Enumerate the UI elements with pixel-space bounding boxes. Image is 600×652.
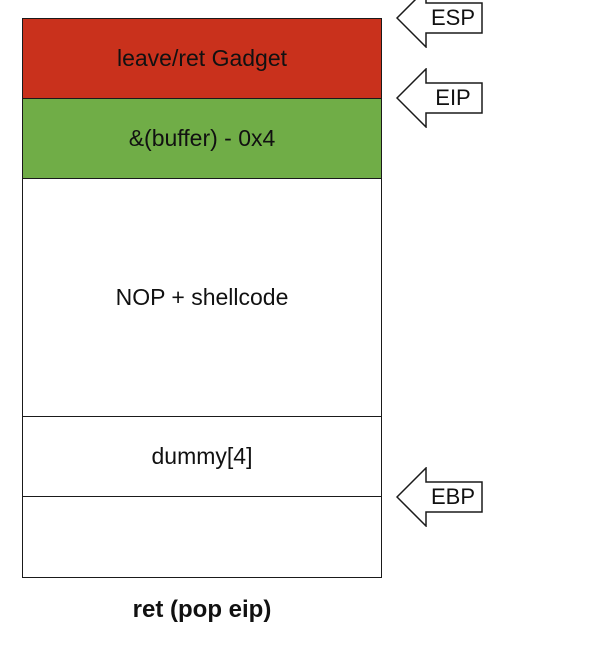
stack-cell-dummy: dummy[4] [23, 417, 381, 497]
stack-cell-label: dummy[4] [151, 443, 253, 469]
stack-cell-label: leave/ret Gadget [116, 45, 288, 71]
stack-cell-gadget: leave/ret Gadget [23, 19, 381, 99]
left-arrow-icon [396, 68, 483, 128]
ebp-label: EBP [430, 484, 476, 509]
ebp-pointer: EBP [396, 467, 486, 527]
diagram-caption: ret (pop eip) [132, 596, 272, 623]
stack-cell-empty [23, 497, 381, 577]
left-arrow-icon [396, 467, 483, 527]
eip-pointer: EIP [396, 68, 486, 128]
left-arrow-icon [396, 0, 483, 48]
esp-label: ESP [430, 5, 476, 30]
stack-cell-buffer-address: &(buffer) - 0x4 [23, 99, 381, 179]
eip-label: EIP [435, 85, 471, 110]
stack-cell-shellcode: NOP + shellcode [23, 179, 381, 417]
esp-pointer: ESP [396, 0, 486, 48]
stack-diagram: leave/ret Gadget &(buffer) - 0x4 NOP + s… [22, 18, 382, 578]
stack-cell-label: NOP + shellcode [115, 284, 289, 310]
stack-cell-label: &(buffer) - 0x4 [128, 125, 276, 151]
